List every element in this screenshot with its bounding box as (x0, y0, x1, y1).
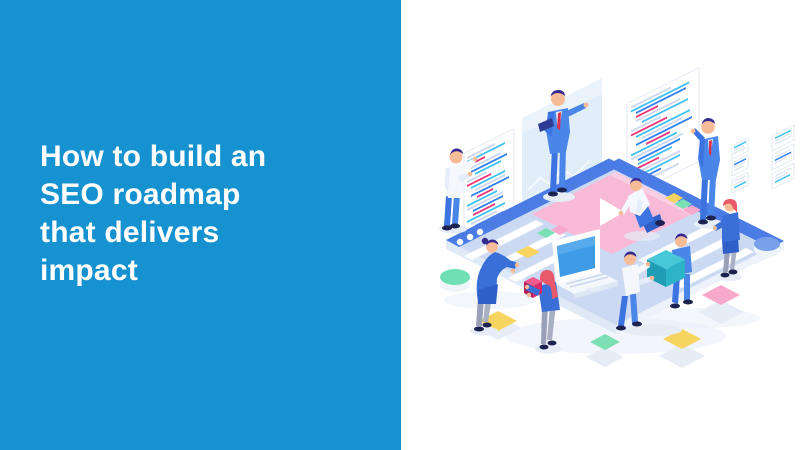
play-icon (600, 198, 624, 226)
person-kneeling (618, 178, 665, 241)
green-cylinder (440, 269, 470, 292)
title-line: SEO roadmap (40, 178, 241, 211)
carrier-front (616, 251, 655, 331)
title-line: that delivers (40, 216, 220, 249)
title-line: impact (40, 254, 138, 287)
code-panel-right (626, 67, 700, 198)
laptop (552, 229, 618, 299)
person-left-developer (439, 148, 478, 234)
person-right-woman (713, 199, 742, 281)
window-dots-icon (456, 228, 484, 246)
person-cube-carriers (616, 233, 693, 336)
page-title: How to build an SEO roadmap that deliver… (40, 138, 266, 290)
isometric-team-illustration: Isometric illustration of a team buildin… (439, 67, 795, 368)
analytics-cards (731, 124, 795, 194)
title-panel: How to build an SEO roadmap that deliver… (0, 0, 401, 450)
teal-cube (647, 250, 685, 287)
person-presenter (538, 90, 589, 202)
blue-cylinder (754, 237, 780, 257)
camera-notch (602, 149, 626, 161)
person-crimson-cube-woman (524, 270, 561, 354)
person-leaning-woman (470, 237, 520, 336)
title-line: How to build an (40, 140, 267, 173)
board-bezel-left (446, 156, 627, 247)
illustration-panel: Isometric illustration of a team buildin… (400, 0, 800, 450)
